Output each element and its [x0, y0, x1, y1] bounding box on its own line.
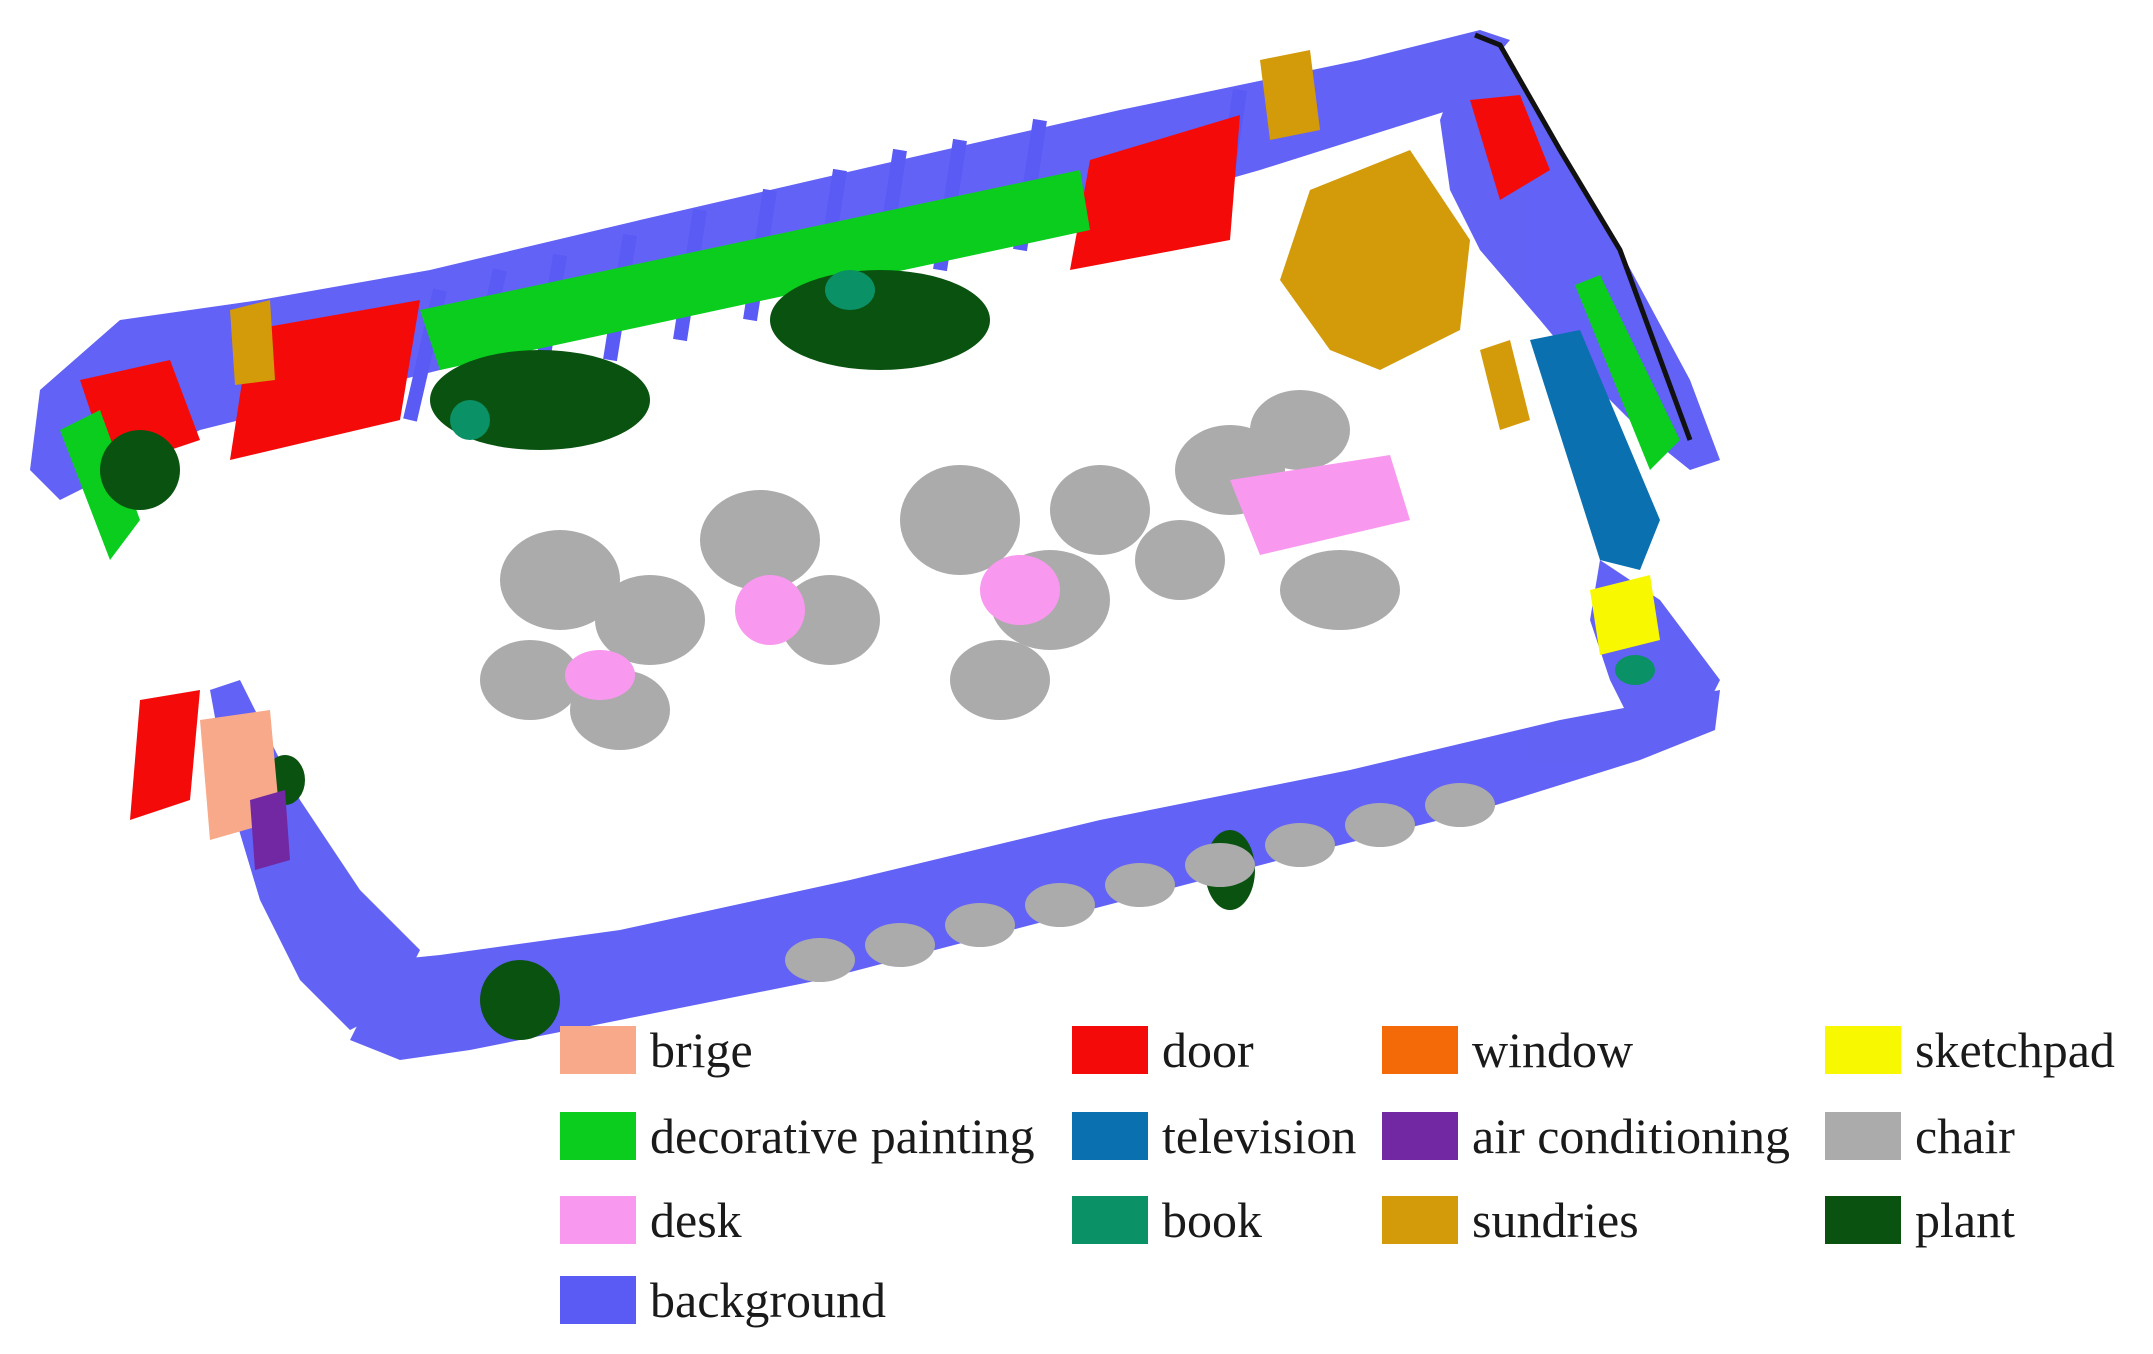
legend-item: brige: [560, 1020, 753, 1080]
legend-swatch: [560, 1026, 636, 1074]
legend-label: sundries: [1472, 1192, 1639, 1248]
legend-swatch: [1825, 1112, 1901, 1160]
legend-label: sketchpad: [1915, 1022, 2115, 1078]
legend-swatch: [1382, 1196, 1458, 1244]
legend-label: chair: [1915, 1108, 2015, 1164]
door-region: [80, 95, 1550, 820]
legend-swatch: [1072, 1196, 1148, 1244]
legend-swatch: [1072, 1026, 1148, 1074]
legend-swatch: [1382, 1026, 1458, 1074]
air-conditioning-region: [250, 790, 290, 870]
sketchpad-region: [1590, 575, 1660, 655]
legend-item: sketchpad: [1825, 1020, 2115, 1080]
legend-label: desk: [650, 1192, 742, 1248]
legend: brige door window sketchpad decorative paint…: [560, 1020, 2150, 1350]
legend-item: air conditioning: [1382, 1106, 1790, 1166]
television-region: [1530, 330, 1660, 570]
legend-label: door: [1162, 1022, 1254, 1078]
legend-label: air conditioning: [1472, 1108, 1790, 1164]
legend-swatch: [1382, 1112, 1458, 1160]
legend-label: background: [650, 1272, 887, 1328]
legend-swatch: [1072, 1112, 1148, 1160]
legend-item: book: [1072, 1190, 1262, 1250]
legend-label: television: [1162, 1108, 1357, 1164]
legend-item: plant: [1825, 1190, 2015, 1250]
legend-item: sundries: [1382, 1190, 1639, 1250]
legend-label: brige: [650, 1022, 753, 1078]
legend-label: window: [1472, 1022, 1634, 1078]
legend-label: book: [1162, 1192, 1262, 1248]
legend-item: door: [1072, 1020, 1254, 1080]
decorative-painting-region: [60, 170, 1680, 560]
sundries-region: [230, 50, 1530, 430]
legend-item: window: [1382, 1020, 1633, 1080]
chair-region: [480, 390, 1495, 982]
legend-item: television: [1072, 1106, 1356, 1166]
legend-swatch: [560, 1196, 636, 1244]
legend-swatch: [560, 1276, 636, 1324]
desk-region: [565, 455, 1410, 700]
legend-swatch: [1825, 1026, 1901, 1074]
legend-swatch: [1825, 1196, 1901, 1244]
legend-label: decorative painting: [650, 1108, 1035, 1164]
book-region: [450, 270, 1655, 685]
scan-edge: [1474, 32, 1693, 441]
legend-item: decorative painting: [560, 1106, 1035, 1166]
legend-item: background: [560, 1270, 886, 1330]
legend-item: desk: [560, 1190, 742, 1250]
legend-item: chair: [1825, 1106, 2015, 1166]
legend-swatch: [560, 1112, 636, 1160]
legend-label: plant: [1915, 1192, 2015, 1248]
background-region: [30, 30, 1720, 1060]
